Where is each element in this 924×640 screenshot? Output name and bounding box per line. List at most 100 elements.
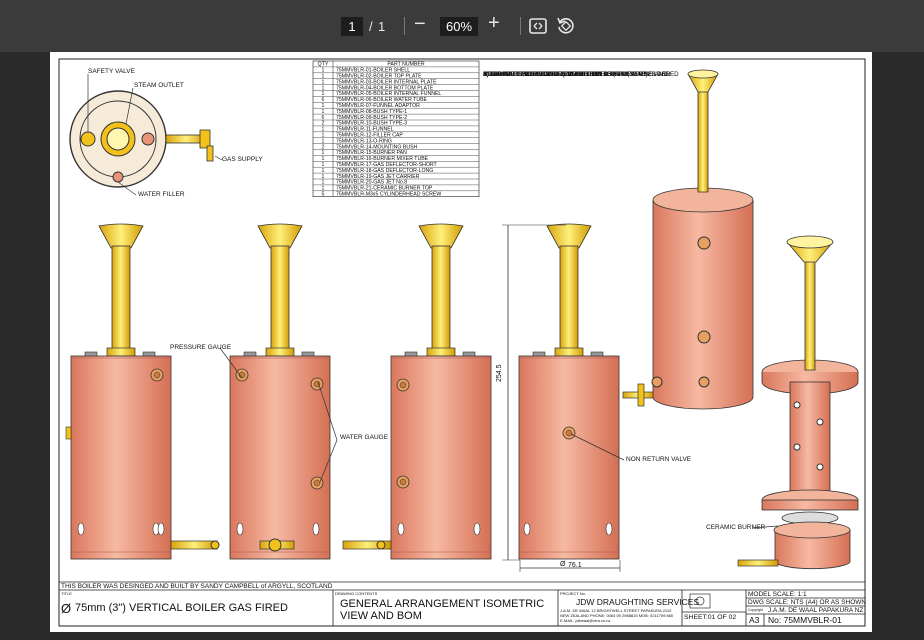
dimension-lines	[502, 224, 621, 572]
note-line: 3) TYPICAL USED WORKING PRESSURE 45PSIG …	[483, 71, 648, 78]
callout-water-gauge: WATER GAUGE	[340, 434, 389, 441]
company-address: J.A.M. DE WAAL 12 BRIGHTWELL STREET PAPA…	[560, 608, 672, 613]
bom-cell-part: 75MMVBLR-11-FUNNEL	[336, 127, 394, 133]
contents-line: VIEW AND BOM	[340, 610, 422, 622]
document-page: QTY PART NUMBER 1 75MMVBLR-01-BOILER SHELL 1…	[50, 52, 872, 632]
title-block	[59, 581, 865, 626]
elevation-views	[65, 223, 620, 560]
callout-leaders	[219, 347, 625, 483]
credit-line: THIS BOILER WAS DESINGED AND BUILT BY SA…	[61, 583, 333, 590]
boiler-elevation-view	[518, 223, 620, 560]
bom-cell-part: 75MMVBLR-15-BURNER PAN	[336, 150, 407, 156]
bom-cell-qty: 1	[322, 79, 325, 85]
bom-cell-qty: 1	[322, 74, 325, 80]
contents-line: GENERAL ARRANGEMENT ISOMETRIC	[340, 598, 545, 610]
bom-cell-part: 75MMVBLR-16-BURNER MIXER TUBE	[336, 156, 429, 162]
isometric-views	[622, 69, 859, 570]
title-label: TITLE	[61, 591, 72, 596]
note-line: 2) MAXIMUM WORKING PRESSURE 60PSIG (4BAR	[483, 71, 632, 78]
bom-cell-part: 75MMVBLR-03-BOILER INTERNAL PLATE	[336, 79, 437, 85]
boiler-elevation-view	[342, 223, 492, 560]
bom-cell-part: 75MMVBLR-20-GAS JET No.8	[336, 180, 407, 186]
fit-page-icon[interactable]	[529, 18, 547, 34]
top-view	[69, 74, 223, 196]
bom-cell-part: 75MMVBLR-08-BUSH TYPE-1	[336, 109, 407, 115]
bom-cell-qty: 1	[322, 109, 325, 115]
bom-cell-part: 75MMVBLR-06-BOILER WATER TUBE	[336, 97, 428, 103]
contents-label: DRAWING CONTENTS	[335, 591, 378, 596]
bom-cell-part: 75MMVBLR-02-BOILER TOP PLATE	[336, 74, 422, 80]
bom-cell-qty: 2	[322, 121, 325, 127]
bom-cell-qty: 1	[322, 91, 325, 97]
bom-cell-qty: 1	[322, 150, 325, 156]
bom-cell-part: 75MMVBLR-13-O-RING	[336, 138, 392, 144]
dimension-diameter-symbol: Ø	[560, 561, 566, 568]
note-line: 1) ALL PARTS WHICH ARE SUBJECT TO HIGH P…	[483, 71, 671, 78]
bom-cell-qty: 1	[322, 168, 325, 174]
note-line: STEAM BOILER TESTS REQUIREMENTS	[483, 71, 602, 78]
bom-cell-part: 75MMVBLR-01-BOILER SHELL	[336, 68, 410, 74]
bom-cell-qty: 1	[322, 68, 325, 74]
sheet-size: A3	[749, 615, 760, 625]
note-line: HIGH HEAT SHOULD BE HARD SOLDERED OR SIL…	[483, 71, 679, 78]
bom-header-qty: QTY	[318, 62, 329, 68]
company-address: NEW ZEALAND PHONE: 0064 09 2988815 MOB: …	[560, 613, 674, 618]
bom-cell-part: 75MMVBLR-21-CERAMIC BURNER TOP	[336, 186, 433, 192]
note-line: NOTE:	[483, 71, 502, 78]
bom-cell-qty: 1	[322, 156, 325, 162]
callout-pressure-gauge: PRESSURE GAUGE	[170, 344, 232, 351]
toolbar-divider	[404, 17, 405, 35]
bom-cell-qty: 6	[322, 115, 325, 121]
model-scale: MODEL SCALE: 1:1	[748, 591, 807, 598]
callout-steam-outlet: STEAM OUTLET	[134, 82, 184, 89]
project-label: PROJECT No.	[560, 591, 586, 596]
bom-cell-qty: 1	[322, 85, 325, 91]
page-separator: /	[369, 19, 373, 34]
callout-safety-valve: SAFETY VALVE	[88, 68, 135, 75]
bom-cell-qty: 1	[322, 186, 325, 192]
boiler-elevation-view	[65, 223, 220, 560]
bom-cell-qty: 1	[322, 174, 325, 180]
dimension-height: 254.5	[496, 364, 503, 382]
bom-cell-part: 75MMVBLR-14-MOUNTING BUSH	[336, 144, 418, 150]
bom-table: QTY PART NUMBER 1 75MMVBLR-01-BOILER SHELL 1…	[312, 60, 480, 198]
drawing-canvas: QTY PART NUMBER 1 75MMVBLR-01-BOILER SHELL 1…	[58, 58, 866, 627]
bom-cell-qty: 6	[322, 97, 325, 103]
copyright-label: Copyright	[748, 608, 763, 612]
dwg-scale: DWG SCALE: NTS (A4) OR AS SHOWN	[748, 599, 867, 606]
bom-cell-qty: 2	[322, 144, 325, 150]
company-name: JDW DRAUGHTING SERVICES	[576, 597, 700, 607]
bom-cell-part: 75MMVBLR-05-BOILER INTERNAL FUNNEL	[336, 91, 441, 97]
bom-cell-qty: 1	[322, 162, 325, 168]
bom-cell-part: 75MMVBLR-12-FILLER CAP	[336, 133, 403, 139]
bom-cell-part: 75MMVBLR-09-BUSH TYPE-2	[336, 115, 407, 121]
bom-cell-qty: 1	[322, 133, 325, 139]
bom-cell-part: 75MMVBLR-07-FUNNEL ADAPTOR	[336, 103, 420, 109]
callout-gas-supply: GAS SUPPLY	[222, 156, 263, 163]
callout-non-return-valve: NON RETURN VALVE	[626, 456, 692, 463]
zoom-in-button[interactable]: +	[488, 12, 500, 34]
company-email: E-MAIL: jdewaal@xtra.co.nz	[560, 618, 611, 623]
boiler-elevation-view	[229, 223, 331, 560]
bom-cell-part: 75MMVBLR-M3x5 CYLINDERHEAD SCREW	[336, 192, 441, 198]
note-line: 4) CONSULT YOUR LOCAL STEAM BOILER REGUL…	[483, 71, 668, 78]
page-number-input[interactable]: 1	[341, 17, 363, 36]
bom-header-part: PART NUMBER	[387, 62, 424, 68]
callout-water-filler: WATER FILLER	[138, 191, 185, 198]
bom-cell-part: 75MMVBLR-17-GAS DEFLECTOR-SHORT	[336, 162, 438, 168]
bom-cell-part: 75MMVBLR-04-BOILER BOTTOM PLATE	[336, 85, 434, 91]
drawing-number: No: 75MMVBLR-01	[768, 615, 842, 625]
bom-cell-qty: 1	[322, 138, 325, 144]
bom-cell-qty: 1	[322, 127, 325, 133]
rotate-icon[interactable]	[556, 16, 575, 35]
dimension-diameter: 76.1	[568, 562, 582, 569]
bom-cell-part: 75MMVBLR-10-BUSH TYPE-3	[336, 121, 407, 127]
zoom-level-input[interactable]: 60%	[440, 17, 478, 36]
bom-cell-part: 75MMVBLR-19-GAS JET CARRIER	[336, 174, 420, 180]
bom-cell-part: 75MMVBLR-18-GAS DEFLECTOR-LONG	[336, 168, 433, 174]
title-symbol: Ø	[61, 601, 72, 616]
bom-cell-qty: 5	[322, 192, 325, 198]
zoom-out-button[interactable]: −	[414, 13, 426, 35]
drawing-title: 75mm (3") VERTICAL BOILER GAS FIRED	[75, 602, 288, 614]
sheet-number: SHEET:01 OF 02	[684, 614, 737, 621]
